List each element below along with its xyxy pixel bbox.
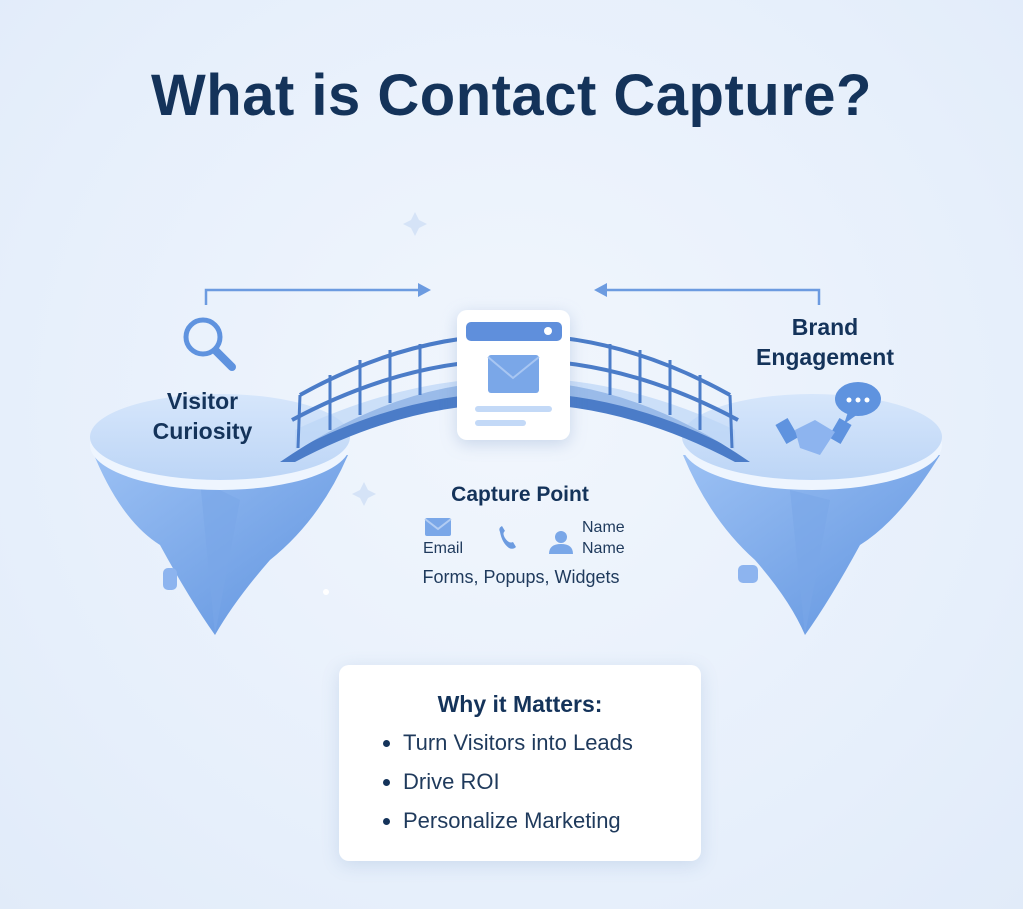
capture-methods: Forms, Popups, Widgets [422,567,620,587]
visitor-curiosity-label: Visitor Curiosity [130,386,275,446]
benefits-list: Turn Visitors into Leads Drive ROI Perso… [379,723,633,840]
capture-point-title: Capture Point [451,483,589,506]
arrow-head-right-icon [418,283,431,297]
arrow-right-to-center [605,288,821,305]
name-label: Name [582,519,625,536]
label-line: Engagement [755,344,895,370]
list-item: Personalize Marketing [403,801,633,840]
arrow-head-left-icon [594,283,607,297]
email-label: Email [422,540,463,557]
phone-icon [499,526,516,549]
list-item: Drive ROI [403,762,633,801]
label-line: Brand [791,314,859,340]
page-title: What is Contact Capture? [151,63,872,128]
list-item: Turn Visitors into Leads [403,723,633,762]
sparkle-icon [352,482,376,506]
why-it-matters-card: Why it Matters: Turn Visitors into Leads… [339,665,701,861]
sparkle-dot [323,589,329,595]
name-label: Name [582,540,625,557]
card-title: Why it Matters: [437,691,603,717]
person-icon [549,531,573,554]
form-card-icon [457,310,570,440]
arrow-left-to-center [204,288,420,305]
label-line: Visitor [166,388,239,414]
sparkle-icon [403,212,427,236]
label-line: Curiosity [152,418,253,444]
magnifier-icon [183,317,236,371]
email-icon [424,518,452,536]
brand-engagement-label: Brand Engagement [745,312,905,372]
chat-bubble-icon [835,382,881,424]
handshake-icon [775,417,852,455]
left-island [90,394,350,635]
